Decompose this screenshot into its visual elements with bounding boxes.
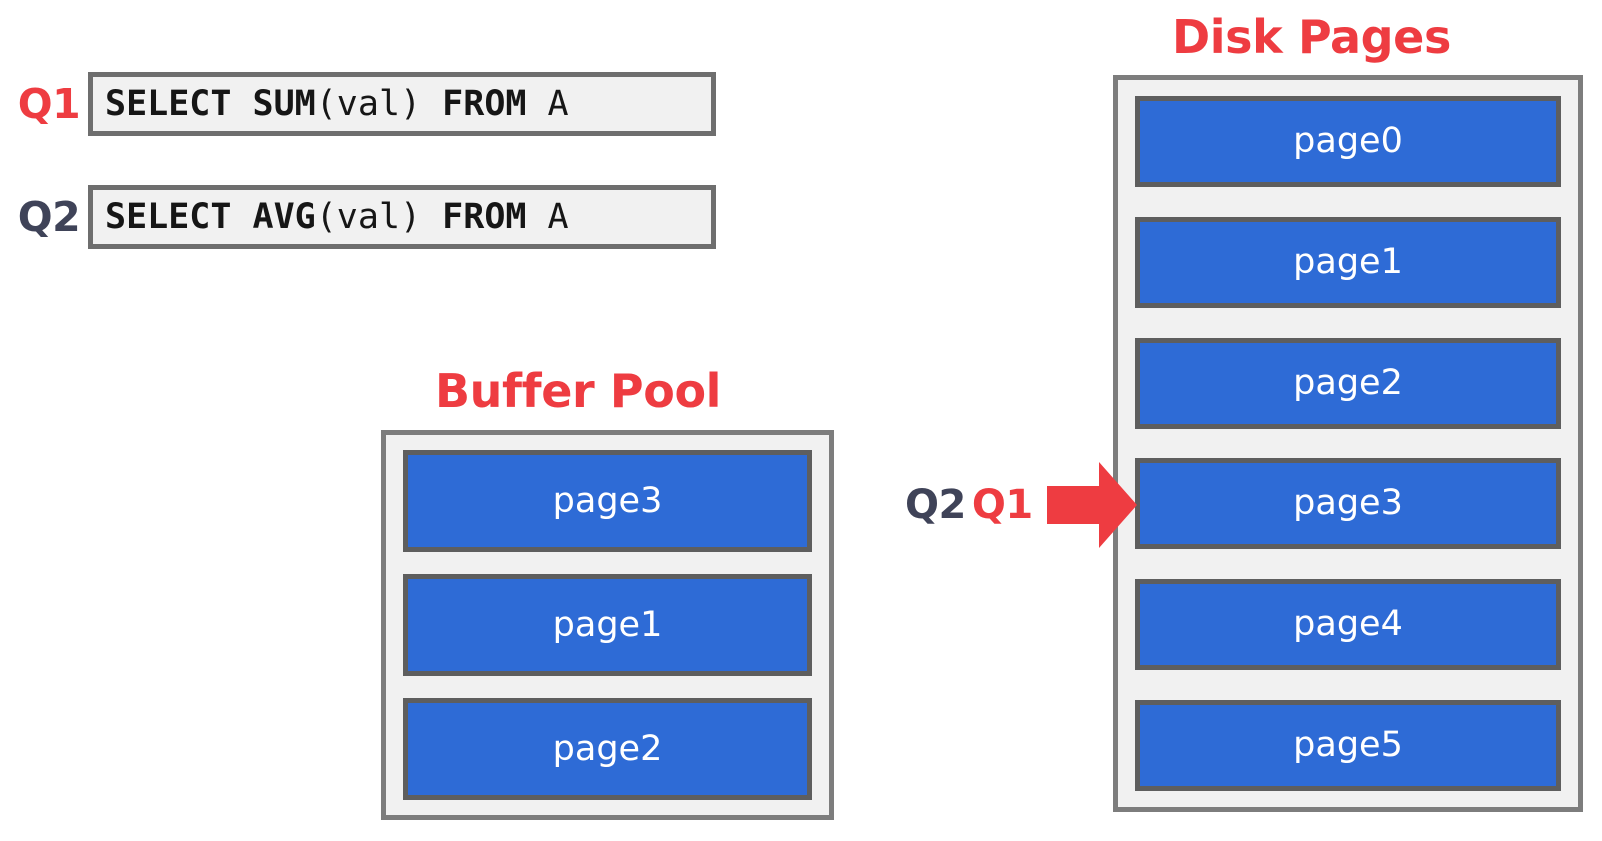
- buffer-page-0-label: page3: [552, 480, 663, 521]
- sql-keyword-from-q1: FROM: [442, 83, 527, 124]
- query-row-q2: Q2 SELECT AVG(val) FROM A: [10, 185, 730, 249]
- sql-function-avg-q2: AVG: [252, 196, 316, 237]
- disk-page-2[interactable]: page2: [1135, 337, 1561, 429]
- disk-page-5-label: page5: [1293, 724, 1403, 765]
- disk-page-4-label: page4: [1293, 604, 1403, 645]
- disk-access-arrow-group: Q2 Q1: [905, 462, 1137, 548]
- disk-page-4[interactable]: page4: [1135, 579, 1561, 671]
- buffer-page-2-label: page2: [552, 728, 663, 769]
- buffer-page-0[interactable]: page3: [403, 450, 812, 552]
- arrow-label-q2: Q2: [905, 482, 966, 528]
- buffer-pool-container: page3 page1 page2: [381, 430, 834, 820]
- arrow-label-q1: Q1: [971, 482, 1033, 528]
- sql-keyword-select-q1: SELECT: [105, 83, 253, 124]
- disk-pages-title: Disk Pages: [1172, 10, 1451, 64]
- sql-statement-box-q1: SELECT SUM(val) FROM A: [88, 72, 716, 136]
- sql-args-q1: (val): [315, 83, 443, 124]
- sql-text-q2: SELECT AVG(val) FROM A: [105, 196, 569, 237]
- disk-page-1-label: page1: [1293, 241, 1403, 282]
- buffer-page-1-label: page1: [552, 604, 663, 645]
- sql-table-q2: A: [526, 196, 569, 237]
- sql-args-q2: (val): [315, 196, 443, 237]
- disk-page-1[interactable]: page1: [1135, 216, 1561, 308]
- buffer-page-2[interactable]: page2: [403, 698, 812, 800]
- disk-page-2-label: page2: [1293, 362, 1403, 403]
- buffer-page-1[interactable]: page1: [403, 574, 812, 676]
- right-arrow-icon: [1046, 462, 1137, 548]
- disk-pages-container: page0 page1 page2 page3 page4 page5: [1113, 75, 1583, 812]
- disk-page-3-label: page3: [1293, 483, 1403, 524]
- disk-page-5[interactable]: page5: [1135, 699, 1561, 791]
- disk-page-0[interactable]: page0: [1135, 96, 1561, 187]
- sql-table-q1: A: [526, 83, 569, 124]
- disk-page-3[interactable]: page3: [1135, 458, 1561, 550]
- query-label-q2: Q2: [17, 192, 81, 241]
- query-row-q1: Q1 SELECT SUM(val) FROM A: [10, 72, 730, 136]
- disk-page-0-label: page0: [1293, 121, 1403, 161]
- buffer-pool-title: Buffer Pool: [435, 364, 722, 418]
- sql-text-q1: SELECT SUM(val) FROM A: [105, 83, 569, 124]
- sql-statement-box-q2: SELECT AVG(val) FROM A: [88, 185, 716, 249]
- query-label-q1: Q1: [17, 79, 81, 128]
- sql-keyword-from-q2: FROM: [442, 196, 527, 237]
- sql-function-sum-q1: SUM: [252, 83, 316, 124]
- sql-keyword-select-q2: SELECT: [105, 196, 253, 237]
